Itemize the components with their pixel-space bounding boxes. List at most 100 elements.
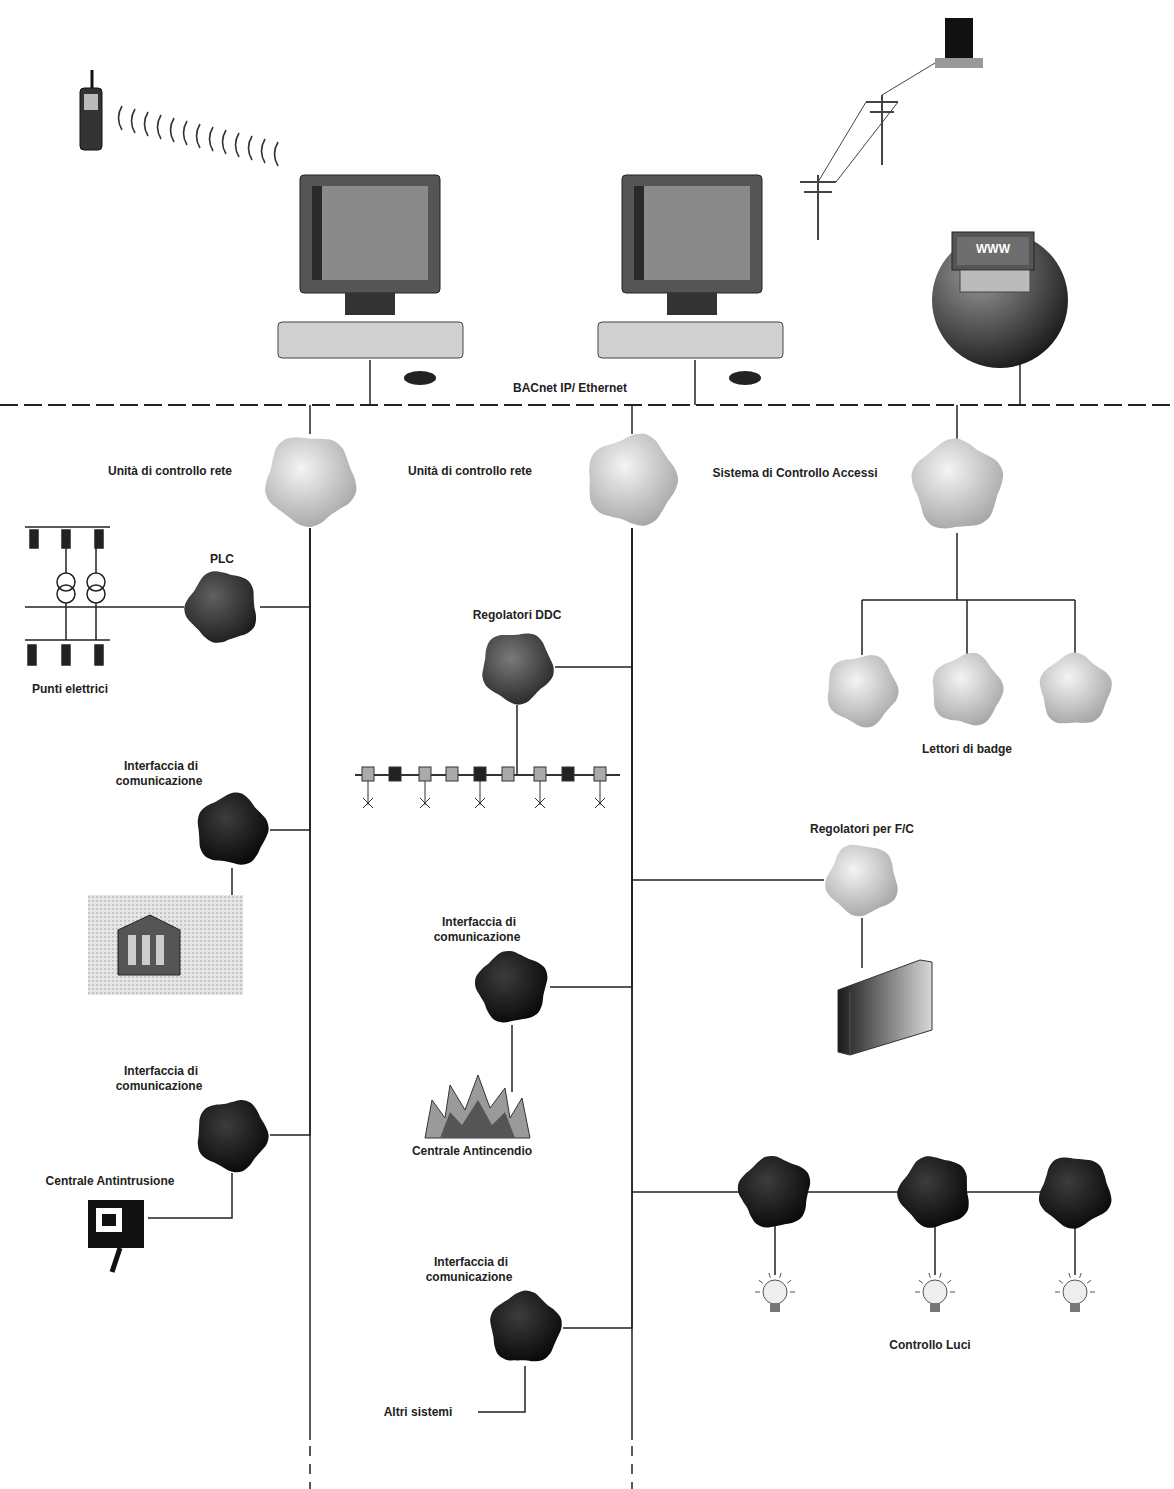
badge-reader (933, 653, 1004, 726)
ddc-field-devices (389, 767, 401, 781)
electrical-points (62, 530, 70, 548)
radio-waves (145, 112, 149, 136)
light-ray (1087, 1280, 1091, 1283)
ddc-field-devices (534, 767, 546, 781)
blob-outline (475, 951, 547, 1023)
intrusion-panel (112, 1248, 120, 1272)
light-ray (787, 1280, 791, 1283)
annotation-label: WWW (958, 242, 1028, 256)
node-label: Unità di controllo rete (105, 464, 235, 478)
blob-outline (265, 437, 356, 527)
telephone-line (817, 175, 819, 240)
electrical-points (57, 585, 75, 603)
ethernet-bus (0, 404, 1174, 406)
light-controller (1039, 1157, 1112, 1228)
building (88, 868, 243, 995)
blob-outline (825, 845, 898, 917)
fan-coil-unit (838, 918, 932, 1055)
light-ray (769, 1273, 771, 1278)
field-controller: Interfaccia di comunicazione (194, 792, 270, 868)
radio-waves (171, 118, 175, 142)
light-bulb (923, 1280, 947, 1304)
light-bulb (763, 1280, 787, 1304)
label-text: Lettori di badge (920, 742, 1014, 756)
electrical-points (25, 526, 110, 528)
annotation-label: BACnet IP/ Ethernet (460, 381, 680, 395)
label-text: Centrale Antincendio (410, 1144, 534, 1158)
fan-coil-unit (861, 918, 863, 968)
node-shape (584, 432, 680, 528)
workstation (634, 186, 750, 280)
field-controller: Interfaccia di comunicazione (474, 949, 550, 1025)
electrical-points (28, 645, 36, 665)
ddc-field-devices (535, 798, 545, 808)
annotation-label: Punti elettrici (5, 682, 135, 696)
bus-connector (270, 528, 310, 830)
light-ray (1090, 1292, 1095, 1293)
blob-outline (490, 1290, 562, 1361)
ddc-field-devices (600, 781, 601, 805)
telephone-line (866, 101, 898, 103)
label-text: Unità di controllo rete (106, 464, 234, 478)
ethernet-bus (956, 405, 958, 439)
fire-panel (425, 1025, 530, 1138)
workstation (312, 186, 428, 280)
label-text: Unità di controllo rete (406, 464, 534, 478)
annotation-label: Centrale Antintrusione (20, 1174, 200, 1188)
field-controller: PLC (184, 569, 260, 645)
node-shape (262, 432, 358, 528)
mobile-phone (84, 94, 98, 110)
label-text: Punti elettrici (30, 682, 110, 696)
ddc-field-devices (480, 781, 481, 805)
workstation (729, 371, 761, 385)
radio-waves (262, 139, 266, 163)
label-text: Regolatori per F/C (808, 822, 916, 836)
remote-computer (935, 18, 983, 68)
ddc-field-devices (425, 781, 426, 805)
annotation-label: Controllo Luci (860, 1338, 1000, 1352)
workstation (278, 322, 463, 358)
ddc-field-devices (368, 781, 369, 805)
radio-waves (184, 121, 188, 145)
fan-coil-unit (850, 992, 851, 1055)
ddc-field-devices (562, 767, 574, 781)
electrical-points (30, 530, 38, 548)
radio-waves (158, 115, 162, 139)
badge-reader (1040, 653, 1112, 724)
telephone-line (882, 60, 940, 95)
mobile-phone (80, 88, 102, 150)
web-server (957, 237, 1029, 265)
ethernet-bus (631, 405, 633, 434)
light-ray (755, 1292, 760, 1293)
light-control-line (632, 1156, 1111, 1312)
annotation-label: Centrale Antincendio (387, 1144, 557, 1158)
network-controller: Unità di controllo rete (262, 432, 358, 528)
fire-panel (440, 1100, 515, 1138)
field-controller: Regolatori DDC (479, 629, 555, 705)
field-controller: Regolatori per F/C (824, 842, 900, 918)
building (118, 915, 180, 975)
field-bus (631, 1446, 633, 1489)
light-ray (1059, 1280, 1063, 1283)
blob-outline (482, 633, 553, 704)
light-ray (940, 1273, 942, 1278)
ddc-field-devices (594, 767, 606, 781)
ethernet-bus (309, 405, 311, 434)
blob-outline (184, 571, 256, 642)
node-shape (909, 437, 1005, 533)
light-ray (1069, 1273, 1071, 1278)
label-text: Centrale Antintrusione (44, 1174, 177, 1188)
mobile-phone (80, 70, 102, 150)
light-ray (780, 1273, 782, 1278)
radio-waves (275, 142, 279, 166)
radio-waves (119, 106, 123, 130)
network-controller: Sistema di Controllo Accessi (909, 437, 1005, 533)
label-text: WWW (974, 242, 1012, 256)
workstation (598, 175, 783, 385)
node-shape (487, 1290, 563, 1366)
web-server (960, 270, 1030, 292)
bus-connector (550, 528, 632, 987)
node-label: PLC (192, 552, 252, 566)
ethernet-bus (1019, 360, 1021, 405)
node-shape (194, 792, 270, 868)
